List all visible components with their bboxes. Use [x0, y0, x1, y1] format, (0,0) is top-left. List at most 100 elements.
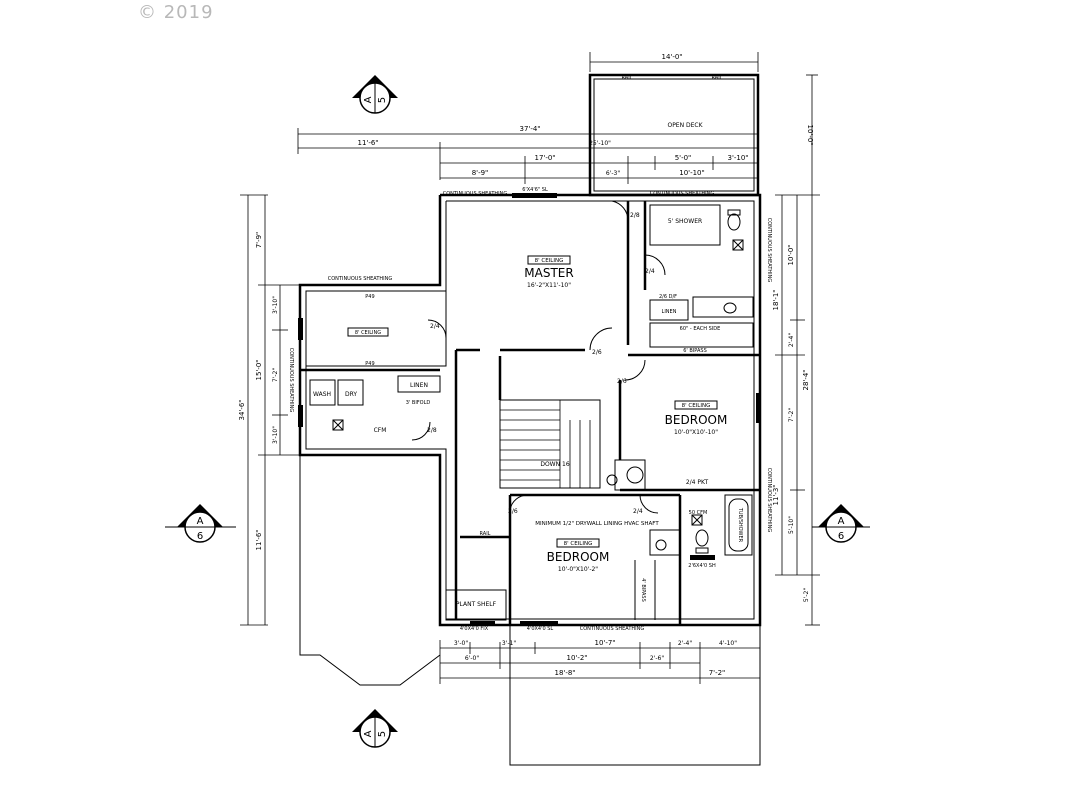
- door-label: 2/4: [430, 323, 440, 330]
- sheathing-label: CONTINUOUS SHEATHING: [650, 191, 715, 197]
- bypass-label: 4' BIPASS: [640, 578, 646, 602]
- dim-label: 7'-9": [255, 232, 263, 249]
- room-master: 8' CEILING MASTER 16'-2"X11'-10": [524, 255, 574, 289]
- section-number: 5: [377, 731, 388, 737]
- dim-label: 14'-0": [661, 53, 682, 61]
- tub-label: TUB/SHOWER: [737, 507, 743, 543]
- right-dimensions: 18'-1" 10'-0" 28'-4" 2'-4" 11'-3" 7'-2" …: [772, 194, 820, 626]
- dim-label: 5'-2": [803, 588, 810, 602]
- pkt-label: 2/4 PKT: [686, 479, 709, 486]
- dim-label: 17'-0": [534, 154, 555, 162]
- interior-walls: 5' SHOWER LINEN 2/6 D/F 60" - EACH SIDE …: [300, 201, 760, 625]
- deck-label: OPEN DECK: [667, 122, 703, 129]
- section-letter: A: [197, 516, 204, 527]
- dryer-label: DRY: [345, 391, 357, 398]
- room-bedroom-1: 8' CEILING BEDROOM 10'-0"X10'-10": [665, 400, 728, 436]
- dim-label: 25'-10": [589, 140, 611, 147]
- dim-label: 28'-4": [802, 369, 810, 390]
- dim-label: 37'-4": [519, 125, 540, 133]
- linen-label: LINEN: [662, 309, 677, 315]
- room-ceiling: 8' CEILING: [535, 258, 564, 264]
- door-label: 2/6: [592, 349, 602, 356]
- sheathing-notes: CONTINUOUS SHEATHING CONTINUOUS SHEATHIN…: [288, 191, 772, 632]
- left-dimensions: 34'-6" 7'-9" 15'-0" 11'-6" 3'-10" 7'-2" …: [238, 194, 300, 626]
- windows: 6'X4'6" SL 4'0X4'0 FIX 4'0X4'0 SL 2'6X4'…: [298, 187, 761, 632]
- door-label: 2/6: [617, 378, 627, 385]
- bottom-dimensions: 3'-0" 3'-1" 10'-7" 2'-4" 4'-10" 6'-0" 10…: [439, 639, 761, 684]
- dim-label: 3'-10": [272, 426, 279, 444]
- dim-label: 10'-0": [787, 244, 795, 265]
- dim-label: 10'-2": [566, 654, 587, 662]
- section-number: 6: [838, 531, 844, 542]
- shelf-label: P49: [365, 361, 374, 367]
- section-marker-top: A 5: [352, 75, 398, 114]
- room-size: 10'-0"X10'-10": [674, 429, 718, 436]
- room-name: BEDROOM: [665, 413, 728, 427]
- dim-label: 6'-0": [465, 655, 479, 662]
- dim-label: 2'-6": [650, 655, 664, 662]
- df-label: 2/6 D/F: [659, 294, 677, 300]
- doors: 2/8 2/4 2/4 2/6 2/8 2/6 2/6 2/4: [411, 200, 666, 515]
- dim-label: 4'-10": [719, 640, 737, 647]
- dim-label: 6'-3": [606, 170, 620, 177]
- dim-label: 3'-10": [272, 296, 279, 314]
- window-label: 6'X4'6" SL: [522, 187, 548, 193]
- bifold-label: 3' BIFOLD: [406, 400, 431, 406]
- section-marker-right: A 6: [812, 504, 870, 543]
- deck-rail-label: RAIL: [712, 75, 723, 81]
- dim-label: 7'-2": [272, 368, 279, 382]
- dim-label: 11'-3": [772, 484, 780, 505]
- copyright-watermark: © 2019: [138, 2, 214, 23]
- ceiling-label: 8' CEILING: [355, 330, 381, 336]
- door-label: 2/4: [633, 508, 643, 515]
- dim-label: 10'-7": [594, 639, 615, 647]
- dim-label: 8'-9": [472, 169, 489, 177]
- deck-dimensions: 14'-0" 10'-0": [589, 52, 818, 195]
- section-letter: A: [363, 96, 374, 103]
- dim-label: 10'-0": [806, 124, 814, 145]
- plant-shelf-label: PLANT SHELF: [456, 601, 497, 608]
- shower-label: 5' SHOWER: [668, 218, 702, 225]
- room-bedroom-2: 8' CEILING BEDROOM 10'-0"X10'-2": [547, 538, 610, 573]
- dim-label: 5'-0": [675, 154, 692, 162]
- dim-label: 3'-1": [502, 640, 516, 647]
- dim-label: 15'-0": [255, 359, 263, 380]
- dim-label: 7'-2": [709, 669, 726, 677]
- deck-rail-label: RAIL: [622, 75, 633, 81]
- section-letter: A: [838, 516, 845, 527]
- room-name: BEDROOM: [547, 550, 610, 564]
- rail-label: RAIL: [480, 531, 491, 537]
- stair-down-label: DOWN 16: [540, 461, 569, 468]
- dim-label: 3'-0": [454, 640, 468, 647]
- window-label: 4'0X4'0 SL: [527, 626, 554, 632]
- room-name: MASTER: [524, 266, 573, 280]
- room-size: 10'-0"X10'-2": [558, 566, 598, 573]
- drywall-note: MINIMUM 1/2" DRYWALL LINING HVAC SHAFT: [535, 521, 659, 527]
- dim-label: 18'-1": [772, 289, 780, 310]
- sheathing-label: CONTINUOUS SHEATHING: [766, 218, 772, 283]
- window-label: 4'0X4'0 FIX: [460, 626, 489, 632]
- open-deck: OPEN DECK RAIL RAIL: [588, 73, 760, 197]
- fan-label: 50 CFM: [689, 510, 708, 516]
- sheathing-label: CONTINUOUS SHEATHING: [766, 468, 772, 533]
- dim-label: 34'-6": [238, 399, 246, 420]
- door-label: 2/8: [630, 212, 640, 219]
- section-marker-bottom: A 5: [352, 709, 398, 748]
- dim-label: 7'-2": [788, 408, 795, 422]
- window-label: 2'6X4'0 SH: [688, 563, 716, 569]
- door-label: 2/6: [508, 508, 518, 515]
- dim-label: 11'-6": [357, 139, 378, 147]
- room-ceiling: 8' CEILING: [682, 403, 711, 409]
- top-dimensions: 37'-4" 11'-6" 25'-10" 17'-0" 5'-0" 3'-10…: [297, 125, 759, 184]
- sheathing-label: CONTINUOUS SHEATHING: [443, 191, 508, 197]
- door-label: 2/8: [427, 427, 437, 434]
- room-size: 16'-2"X11'-10": [527, 282, 571, 289]
- cfm-label: CFM: [374, 427, 387, 434]
- dbl-sink-label: 60" - EACH SIDE: [680, 326, 721, 332]
- dim-label: 2'-4": [678, 640, 692, 647]
- dim-label: 2'-4": [788, 333, 795, 347]
- dim-label: 11'-6": [255, 529, 263, 550]
- section-marker-left: A 6: [165, 504, 236, 543]
- sheathing-label: CONTINUOUS SHEATHING: [288, 348, 294, 413]
